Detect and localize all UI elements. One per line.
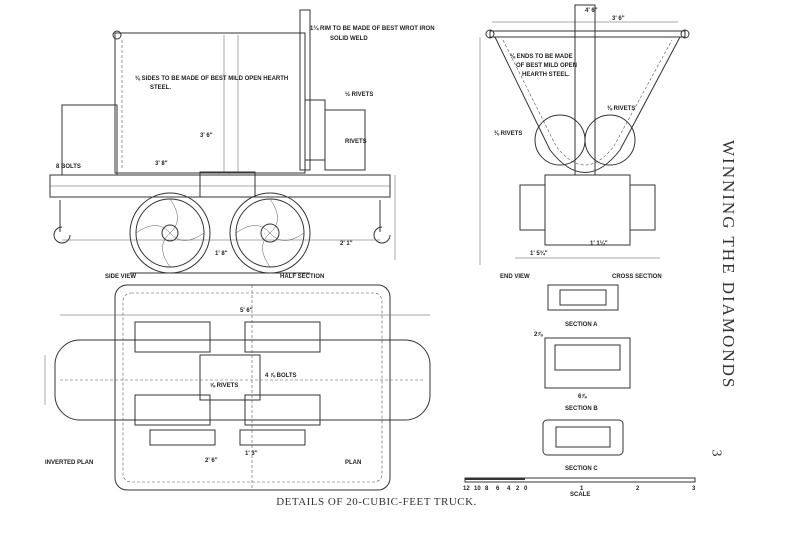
dim-2-6: 2' 6" bbox=[205, 458, 218, 464]
dim-1-1: 1' 1¼" bbox=[590, 240, 608, 247]
end-view-label: END VIEW bbox=[500, 274, 530, 280]
rivets-end-note-2: ⅜ RIVETS bbox=[494, 131, 522, 137]
section-a-label: SECTION A bbox=[565, 322, 598, 328]
dim-2-1: 2' 1" bbox=[340, 241, 353, 247]
page-number: 3 bbox=[708, 449, 724, 457]
dim-width: 3' 6" bbox=[200, 133, 213, 139]
sides-note-2: STEEL. bbox=[150, 85, 171, 91]
bolts-plan-note: 4 ⅞ BOLTS bbox=[265, 373, 297, 379]
side-view: 1¼ RIM TO BE MADE OF BEST WROT IRON SOLI… bbox=[49, 9, 435, 280]
scale-tick: 2 bbox=[636, 486, 640, 492]
dim-5-6: 5' 6" bbox=[240, 308, 253, 314]
plan-label: PLAN bbox=[345, 460, 361, 466]
dim-6-7-8: 6⅞ bbox=[578, 394, 587, 400]
dim-top: 3' 6" bbox=[612, 16, 625, 22]
section-b-label: SECTION B bbox=[565, 406, 598, 412]
sections: SECTION A 2⅞ 6⅞ SECTION B SECTION C bbox=[534, 284, 631, 472]
rim-note: 1¼ RIM TO BE MADE OF BEST WROT IRON bbox=[310, 25, 435, 32]
scale-tick: 3 bbox=[692, 486, 696, 492]
figure-caption: DETAILS OF 20-CUBIC-FEET TRUCK. bbox=[276, 496, 477, 508]
scale-tick: 8 bbox=[485, 486, 489, 492]
sides-note: ⅛ SIDES TO BE MADE OF BEST MILD OPEN HEA… bbox=[135, 76, 288, 82]
dim-1-8: 1' 8" bbox=[215, 251, 228, 257]
scale-tick: 12 bbox=[463, 486, 470, 492]
scale-tick: 0 bbox=[524, 486, 528, 492]
scale-tick: 4 bbox=[507, 486, 511, 492]
scale-tick: 1 bbox=[580, 486, 584, 492]
scale-tick: 10 bbox=[474, 486, 481, 492]
rivets-note: RIVETS bbox=[345, 139, 367, 145]
scale-tick: 6 bbox=[496, 486, 500, 492]
end-view: 4' 6" 3' 6" ⅛ ENDS TO BE MADE OF BEST MI… bbox=[479, 4, 690, 280]
scale-tick: 2 bbox=[516, 486, 520, 492]
inverted-plan-label: INVERTED PLAN bbox=[45, 460, 93, 466]
scale-bar: 12 10 8 6 4 2 0 1 2 3 SCALE bbox=[463, 477, 696, 498]
dim-1-5: 1' 5¾" bbox=[530, 250, 548, 257]
dim-4-6: 4' 6" bbox=[585, 8, 598, 14]
rivets-plan-note: ⅝ RIVETS bbox=[210, 383, 238, 389]
dim-1-3: 1' 3" bbox=[245, 451, 258, 457]
dim-2-7-8: 2⅞ bbox=[534, 332, 543, 338]
running-title: WINNING THE DIAMONDS bbox=[719, 140, 738, 390]
dim-3-8: 3' 8" bbox=[155, 161, 168, 167]
rivets-end-note: ⅜ RIVETS bbox=[607, 106, 635, 112]
ends-note-3: HEARTH STEEL. bbox=[522, 72, 570, 78]
rim-note-2: SOLID WELD bbox=[330, 36, 368, 42]
scale-label: SCALE bbox=[570, 492, 590, 498]
ends-note-2: OF BEST MILD OPEN bbox=[516, 63, 577, 69]
side-view-label: SIDE VIEW bbox=[105, 274, 136, 280]
section-c-label: SECTION C bbox=[565, 466, 598, 472]
cross-section-label: CROSS SECTION bbox=[612, 274, 662, 280]
half-section-label: HALF SECTION bbox=[280, 274, 324, 280]
bolts-note: 8 BOLTS bbox=[56, 164, 81, 170]
plan-view: 5' 6" 4 ⅞ BOLTS ⅝ RIVETS 2' 6" 1' 3" INV… bbox=[44, 284, 431, 491]
rivets-half-note: ½ RIVETS bbox=[345, 91, 373, 98]
ends-note: ⅛ ENDS TO BE MADE bbox=[510, 54, 573, 60]
